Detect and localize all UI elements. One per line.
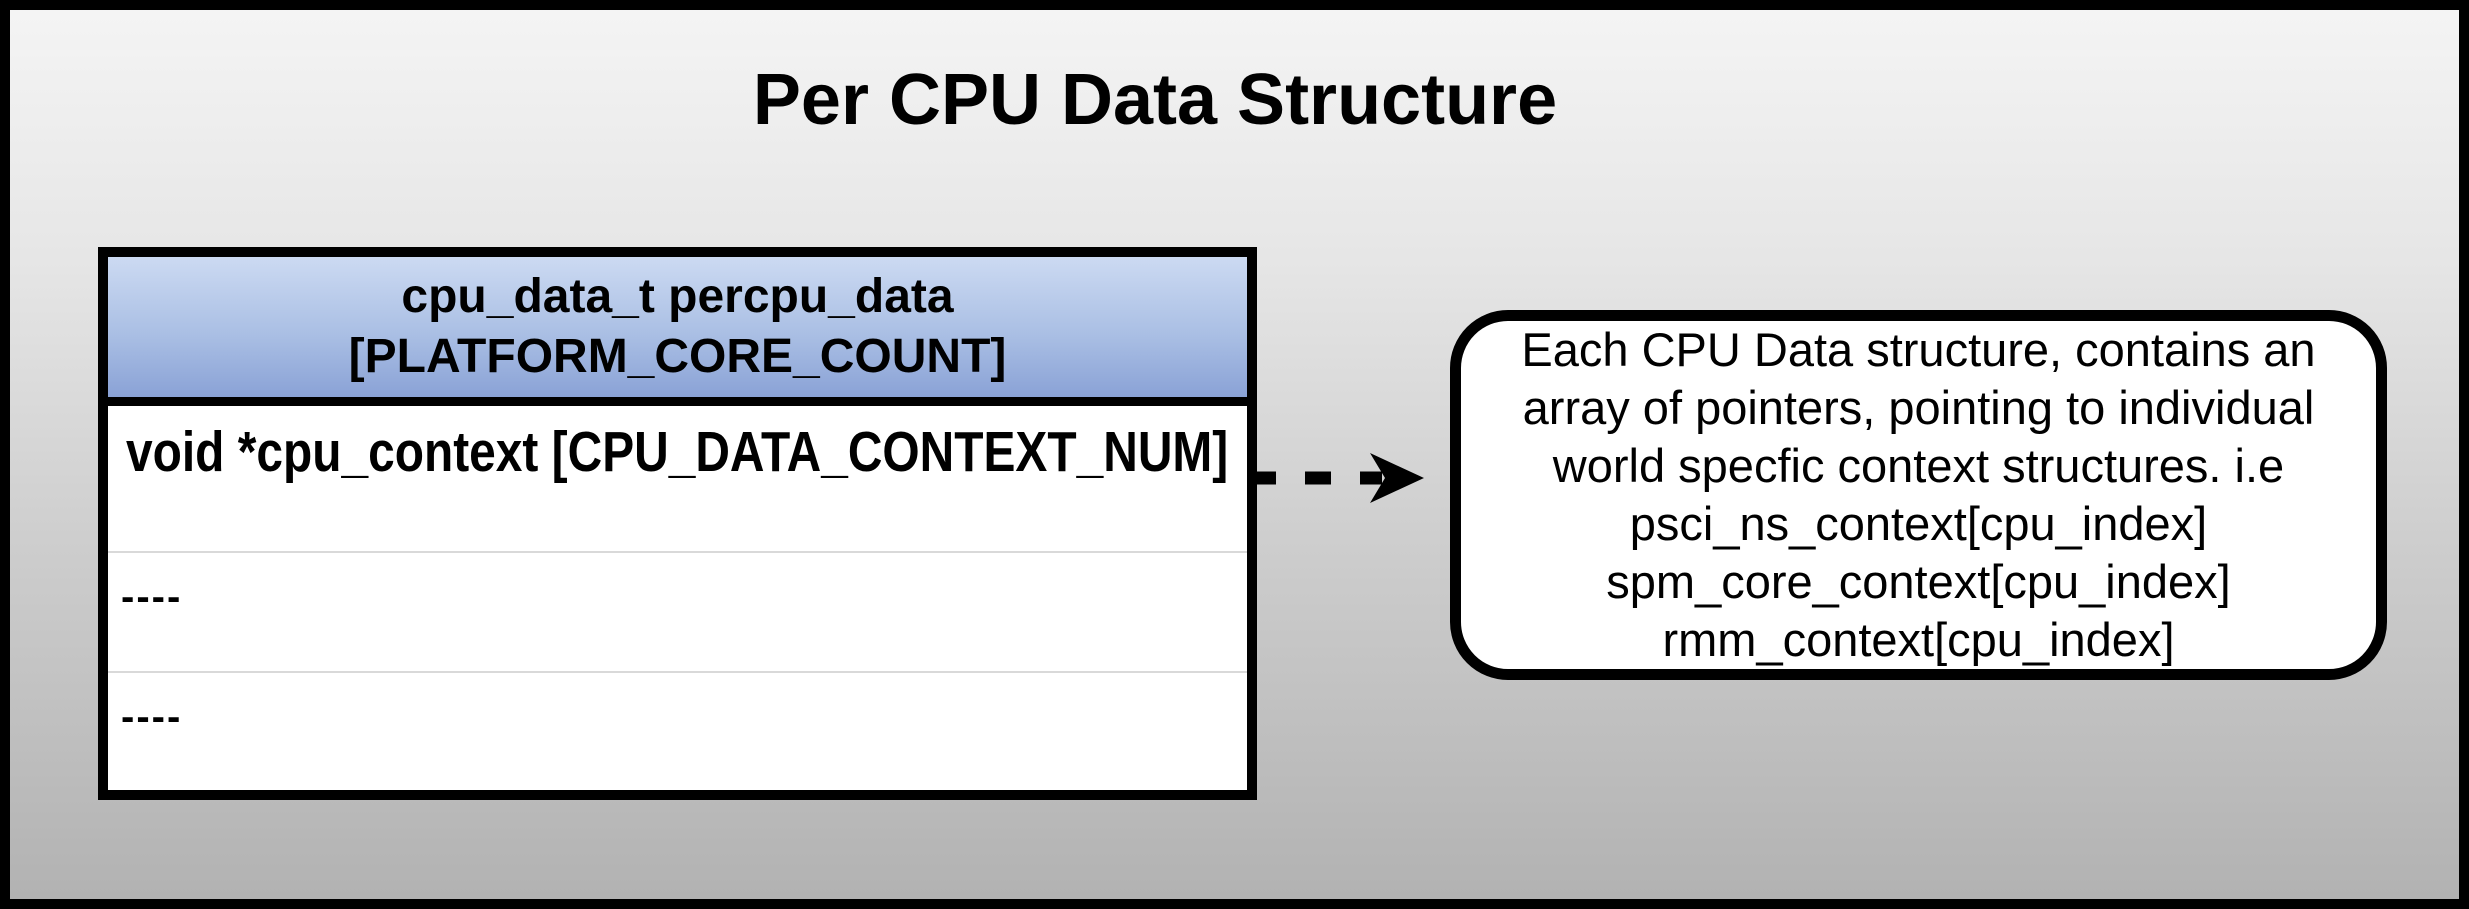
diagram-title: Per CPU Data Structure: [752, 60, 1558, 140]
table-row-placeholder-2: ----: [121, 695, 183, 739]
note-line: spm_core_context[cpu_index]: [1606, 555, 2231, 608]
table-row-placeholder-1: ----: [108, 553, 1247, 673]
note-line: rmm_context[cpu_index]: [1662, 613, 2175, 666]
cpu-context-field-label: void *cpu_context [CPU_DATA_CONTEXT_NUM]: [126, 420, 1229, 484]
table-to-note-connector: [1250, 438, 1450, 518]
header-array-size-line: [PLATFORM_CORE_COUNT]: [348, 330, 1007, 383]
note-line: array of pointers, pointing to individua…: [1522, 381, 2315, 434]
note-line: world specfic context structures. i.e: [1552, 439, 2285, 492]
cpu-data-table-header: cpu_data_t percpu_data [PLATFORM_CORE_CO…: [108, 257, 1247, 406]
note-line: psci_ns_context[cpu_index]: [1629, 497, 2208, 550]
cpu-data-table: cpu_data_t percpu_data [PLATFORM_CORE_CO…: [98, 247, 1257, 800]
header-declaration-line: cpu_data_t percpu_data: [401, 270, 954, 323]
note-line: Each CPU Data structure, contains an: [1521, 323, 2316, 376]
cpu-data-note-box: Each CPU Data structure, contains an arr…: [1450, 310, 2387, 680]
table-row-cpu-context: void *cpu_context [CPU_DATA_CONTEXT_NUM]: [108, 406, 1247, 553]
dashed-arrow-icon: [1250, 453, 1424, 503]
